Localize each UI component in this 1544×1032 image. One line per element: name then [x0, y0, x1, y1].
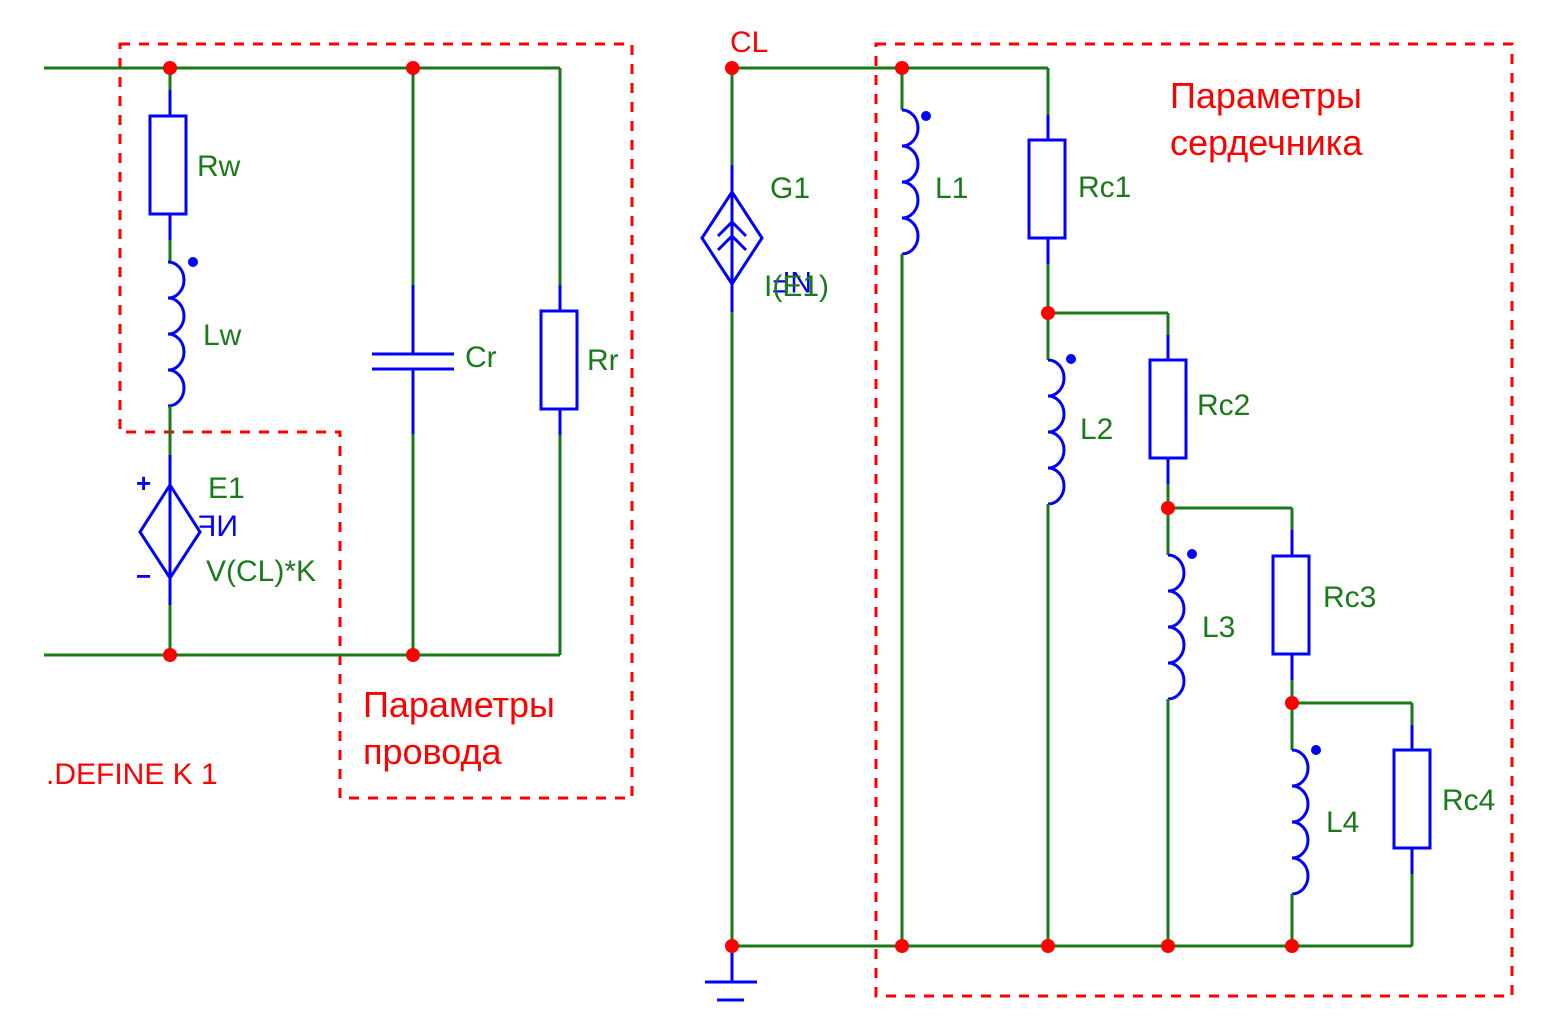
inductor-l2[interactable]: L2	[1046, 354, 1113, 946]
junction-node[interactable]	[1161, 939, 1175, 953]
g1-expression: I(E1)	[764, 270, 829, 303]
e1-func-label: NF	[198, 510, 238, 543]
inductor-icon	[1167, 553, 1186, 701]
polarity-dot-icon	[921, 111, 931, 121]
inductor-lw[interactable]: Lw	[167, 257, 242, 455]
plus-sign: +	[136, 468, 151, 498]
net-label-cl[interactable]: CL	[730, 26, 768, 59]
resistor-rw[interactable]: Rw	[148, 68, 241, 262]
inductor-l4[interactable]: L4	[1290, 745, 1359, 946]
junction-node[interactable]	[1041, 939, 1055, 953]
junction-node[interactable]	[1285, 696, 1299, 710]
e1-expression: V(CL)*K	[206, 555, 316, 588]
rc4-label: Rc4	[1442, 784, 1495, 817]
polarity-dot-icon	[188, 257, 198, 267]
g1-func-label: NF	[772, 265, 812, 298]
define-directive[interactable]: .DEFINE K 1	[46, 758, 218, 791]
resistor-rc3[interactable]: Rc3	[1271, 508, 1376, 750]
dependent-source-icon	[700, 189, 764, 287]
l4-label: L4	[1326, 806, 1359, 839]
rc2-label: Rc2	[1197, 389, 1250, 422]
junction-node[interactable]	[895, 61, 909, 75]
inductor-icon	[901, 108, 920, 256]
junction-node[interactable]	[895, 939, 909, 953]
minus-sign: −	[136, 561, 151, 591]
resistor-icon	[1148, 358, 1188, 460]
junction-node[interactable]	[1041, 306, 1055, 320]
resistor-icon	[539, 309, 579, 411]
rr-label: Rr	[587, 344, 619, 377]
junction-node[interactable]	[1161, 501, 1175, 515]
source-g1[interactable]: G1 NF I(E1)	[700, 68, 829, 946]
cr-label: Cr	[465, 341, 497, 374]
junction-node[interactable]	[1285, 939, 1299, 953]
e1-label: E1	[208, 472, 245, 505]
junction-node[interactable]	[406, 61, 420, 75]
inductor-l1[interactable]: L1	[900, 68, 968, 946]
wire-params-box	[118, 42, 634, 800]
polarity-dot-icon	[1187, 549, 1197, 559]
inductor-icon	[167, 260, 186, 408]
core-params-title-line1: Параметры	[1170, 75, 1362, 116]
resistor-rr[interactable]: Rr	[539, 285, 619, 435]
rc1-label: Rc1	[1078, 171, 1131, 204]
rw-label: Rw	[197, 150, 241, 183]
current-arrow-icon	[716, 219, 748, 252]
g1-label: G1	[770, 172, 810, 205]
core-params-box	[874, 42, 1514, 998]
source-e1[interactable]: + − E1 NF V(CL)*K	[136, 455, 316, 655]
core-circuit: CL G1 NF I(E1) L1	[700, 26, 1495, 1002]
wire-params-title-line2: провода	[363, 731, 502, 772]
l1-label: L1	[935, 172, 968, 205]
junction-node[interactable]	[406, 648, 420, 662]
polarity-dot-icon	[1066, 354, 1076, 364]
inductor-icon	[1291, 748, 1310, 896]
inductor-icon	[1047, 358, 1066, 506]
resistor-icon	[1271, 554, 1311, 656]
l2-label: L2	[1080, 413, 1113, 446]
polarity-dot-icon	[1311, 745, 1321, 755]
junction-node[interactable]	[163, 61, 177, 75]
resistor-icon	[1392, 748, 1432, 850]
resistor-rc4[interactable]: Rc4	[1392, 703, 1495, 946]
wire-circuit: Rw Lw + − E1 NF V(CL)*K Cr	[44, 61, 619, 791]
junction-node[interactable]	[725, 61, 739, 75]
core-params-title-line2: сердечника	[1170, 122, 1363, 163]
ground-icon	[705, 946, 757, 1002]
l3-label: L3	[1202, 611, 1235, 644]
wire-params-title-line1: Параметры	[363, 684, 555, 725]
resistor-icon	[148, 114, 188, 216]
rc3-label: Rc3	[1323, 581, 1376, 614]
resistor-icon	[1027, 138, 1067, 240]
dependent-source-icon	[138, 482, 202, 581]
resistor-rc2[interactable]: Rc2	[1148, 313, 1250, 555]
lw-label: Lw	[203, 319, 242, 352]
junction-node[interactable]	[725, 939, 739, 953]
junction-node[interactable]	[163, 648, 177, 662]
inductor-l3[interactable]: L3	[1166, 549, 1235, 946]
capacitor-cr[interactable]: Cr	[372, 68, 497, 655]
